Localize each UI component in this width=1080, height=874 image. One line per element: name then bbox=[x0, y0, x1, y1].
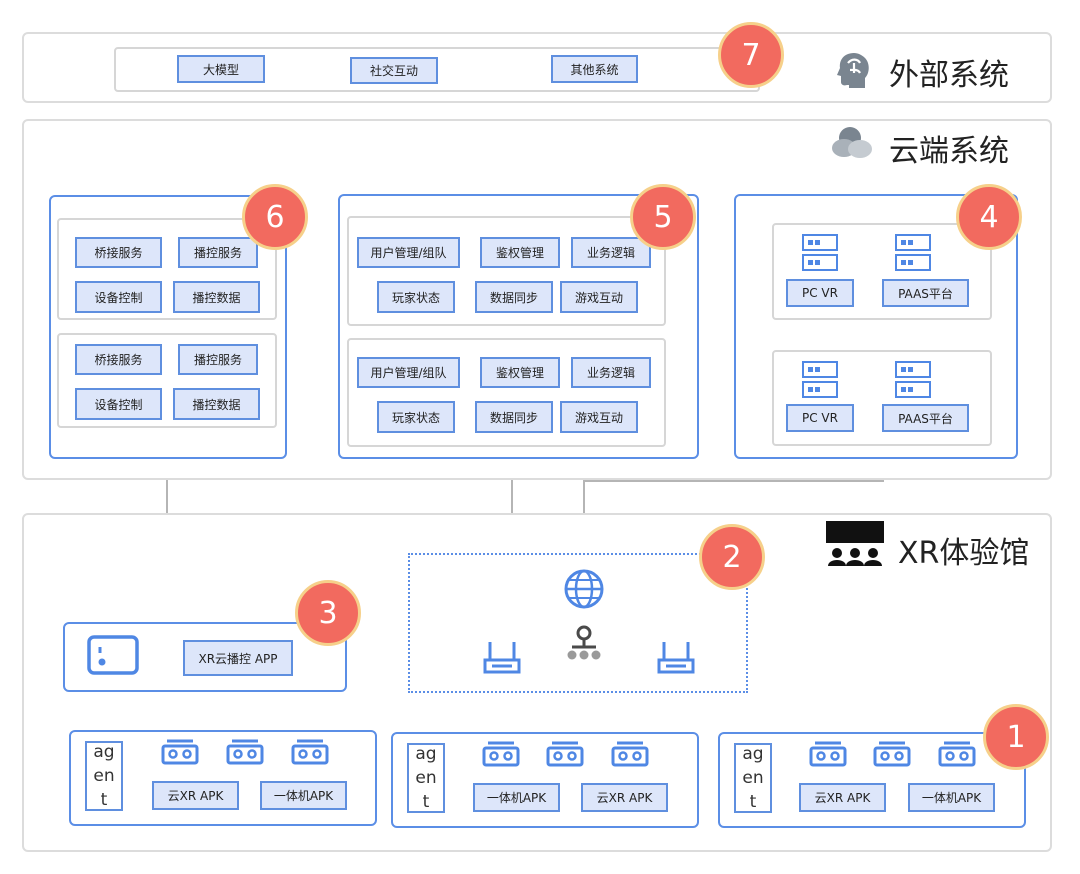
external-item: 大模型 bbox=[177, 55, 265, 83]
vr-headset-icon bbox=[482, 741, 520, 767]
service-chip: 播控服务 bbox=[178, 344, 258, 375]
vr-headset-icon bbox=[938, 741, 976, 767]
service-chip: 桥接服务 bbox=[75, 237, 162, 268]
apk-chip: 云XR APK bbox=[581, 783, 668, 812]
vr-headset-icon bbox=[226, 739, 264, 765]
service-chip: 游戏互动 bbox=[560, 281, 638, 313]
service-chip: 播控服务 bbox=[178, 237, 258, 268]
tablet-icon bbox=[87, 635, 139, 675]
vr-headset-icon bbox=[809, 741, 847, 767]
network-zone bbox=[408, 553, 748, 693]
server-icon bbox=[802, 234, 838, 271]
apk-chip: 云XR APK bbox=[152, 781, 239, 810]
service-chip: 玩家状态 bbox=[377, 281, 455, 313]
cloud-icon bbox=[832, 127, 872, 158]
service-chip: 游戏互动 bbox=[560, 401, 638, 433]
service-chip: 业务逻辑 bbox=[571, 357, 651, 388]
apk-chip: 一体机APK bbox=[473, 783, 560, 812]
external-system-title: 外部系统 bbox=[889, 58, 1009, 93]
service-chip: 用户管理/组队 bbox=[357, 237, 460, 268]
service-chip: 鉴权管理 bbox=[480, 357, 560, 388]
platform-chip: PC VR bbox=[786, 404, 854, 432]
server-icon bbox=[895, 234, 931, 271]
external-item: 其他系统 bbox=[551, 55, 638, 83]
service-chip: 播控数据 bbox=[173, 281, 260, 313]
service-chip: 玩家状态 bbox=[377, 401, 455, 433]
service-chip: 播控数据 bbox=[173, 388, 260, 420]
badge-7: 7 bbox=[718, 22, 784, 88]
vr-headset-icon bbox=[291, 739, 329, 765]
audience-icon bbox=[826, 521, 884, 566]
xr-hall-title: XR体验馆 bbox=[898, 536, 1030, 571]
platform-chip: PAAS平台 bbox=[882, 404, 969, 432]
platform-chip: PC VR bbox=[786, 279, 854, 307]
xr-control-app-label: XR云播控 APP bbox=[183, 640, 293, 676]
service-chip: 数据同步 bbox=[475, 401, 553, 433]
service-chip: 桥接服务 bbox=[75, 344, 162, 375]
vr-headset-icon bbox=[873, 741, 911, 767]
service-chip: 设备控制 bbox=[75, 388, 162, 420]
service-chip: 设备控制 bbox=[75, 281, 162, 313]
network-hub-icon bbox=[567, 625, 601, 660]
platform-chip: PAAS平台 bbox=[882, 279, 969, 307]
agent-box: agent bbox=[85, 741, 123, 811]
agent-box: agent bbox=[734, 743, 772, 813]
badge-1: 1 bbox=[983, 704, 1049, 770]
agent-box: agent bbox=[407, 743, 445, 813]
server-icon bbox=[802, 361, 838, 398]
badge-2: 2 bbox=[699, 524, 765, 590]
badge-5: 5 bbox=[630, 184, 696, 250]
service-chip: 鉴权管理 bbox=[480, 237, 560, 268]
globe-icon bbox=[564, 569, 604, 609]
badge-3: 3 bbox=[295, 580, 361, 646]
service-chip: 用户管理/组队 bbox=[357, 357, 460, 388]
badge-4: 4 bbox=[956, 184, 1022, 250]
apk-chip: 一体机APK bbox=[260, 781, 347, 810]
vr-headset-icon bbox=[611, 741, 649, 767]
router-icon bbox=[657, 642, 695, 674]
router-icon bbox=[483, 642, 521, 674]
head-icon bbox=[837, 53, 869, 88]
service-chip: 业务逻辑 bbox=[571, 237, 651, 268]
service-chip: 数据同步 bbox=[475, 281, 553, 313]
badge-6: 6 bbox=[242, 184, 308, 250]
server-icon bbox=[895, 361, 931, 398]
cloud-system-title: 云端系统 bbox=[889, 134, 1009, 169]
apk-chip: 云XR APK bbox=[799, 783, 886, 812]
apk-chip: 一体机APK bbox=[908, 783, 995, 812]
vr-headset-icon bbox=[546, 741, 584, 767]
external-item: 社交互动 bbox=[350, 57, 438, 84]
vr-headset-icon bbox=[161, 739, 199, 765]
